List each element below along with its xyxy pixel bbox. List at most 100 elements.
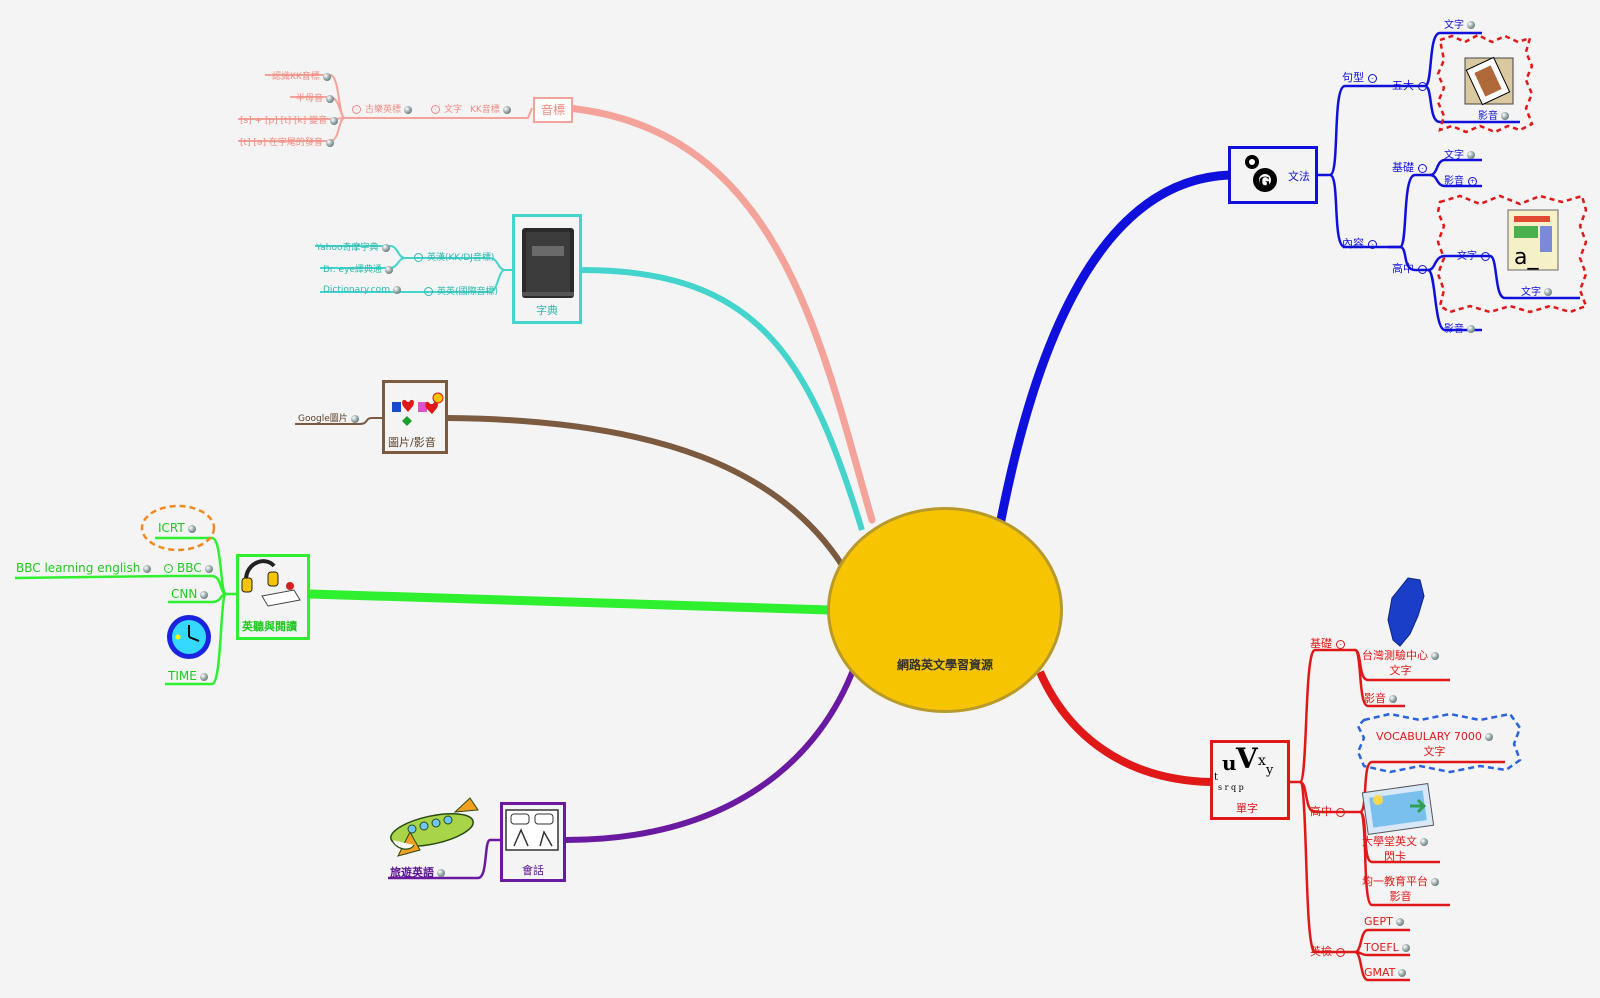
link-icon[interactable] (1431, 878, 1439, 886)
central-topic[interactable] (827, 507, 1063, 713)
link-icon[interactable] (1420, 838, 1428, 846)
phonetics-item-3[interactable]: [s] + [p] [t] [k] 變音 (240, 113, 339, 126)
grammar-senior-video[interactable]: 影音 (1444, 320, 1475, 335)
conversation-travel[interactable]: 旅遊英語 (390, 864, 445, 880)
dictionary-ec[interactable]: -英漢(KK/DJ音標) (410, 250, 494, 263)
link-icon[interactable] (187, 524, 196, 533)
link-icon[interactable] (326, 94, 335, 103)
link-icon[interactable] (392, 285, 401, 294)
listening-bbc-learning[interactable]: BBC learning english (16, 561, 152, 575)
phonetics-kk[interactable]: KK音標 (470, 102, 511, 115)
dictionary-ee[interactable]: -英英(國際音標) (420, 284, 498, 297)
topic-dictionary[interactable] (512, 214, 582, 324)
collapse-icon[interactable]: - (1336, 639, 1345, 649)
link-icon[interactable] (1431, 652, 1439, 660)
link-icon[interactable] (204, 564, 213, 573)
link-icon[interactable] (143, 564, 152, 573)
link-icon[interactable] (404, 105, 413, 114)
collapse-icon[interactable]: - (1336, 807, 1345, 817)
collapse-icon[interactable]: - (352, 105, 361, 114)
grammar-senior-highlight (1436, 194, 1588, 314)
link-icon[interactable] (1467, 151, 1475, 159)
link-icon[interactable] (381, 243, 390, 252)
vocab-basic[interactable]: 基礎- (1310, 635, 1349, 651)
taiwan-map-icon (1387, 577, 1425, 647)
phonetics-item-4[interactable]: [t] [ə] 在字尾的發音 (240, 135, 334, 148)
collapse-icon[interactable]: - (1368, 239, 1377, 249)
topic-grammar[interactable] (1228, 146, 1318, 204)
collapse-icon[interactable]: - (1368, 73, 1377, 83)
link-icon[interactable] (1395, 918, 1404, 926)
grammar-senior[interactable]: 高中- (1392, 260, 1431, 276)
collapse-icon[interactable]: - (1418, 163, 1427, 173)
vocab-gmat[interactable]: GMAT (1364, 966, 1407, 979)
link-icon[interactable] (199, 672, 208, 681)
phonetics-ancient[interactable]: -古樂英標 (348, 102, 413, 115)
grammar-content[interactable]: 內容- (1342, 235, 1381, 251)
collapse-icon[interactable]: - (1336, 947, 1345, 957)
dictionary-item-dreye[interactable]: Dr. eye譯典通 (323, 262, 393, 275)
dictionary-item-yahoo[interactable]: Yahoo奇摩字典 (316, 240, 390, 253)
grammar-senior-text[interactable]: 文字- (1457, 247, 1494, 262)
link-icon[interactable] (322, 72, 331, 81)
collapse-icon[interactable]: - (164, 564, 173, 573)
headphones-icon (241, 559, 301, 607)
topic-phonetics[interactable]: 音標 (533, 97, 573, 123)
collapse-icon[interactable]: - (1418, 81, 1427, 91)
vocab-exam[interactable]: 英檢- (1310, 943, 1349, 959)
link-icon[interactable] (1467, 21, 1475, 29)
collapse-icon[interactable]: - (1481, 251, 1490, 261)
listening-cnn[interactable]: CNN (171, 587, 209, 601)
vocab-tw-center[interactable]: 台灣測驗中心文字 (1362, 648, 1439, 678)
link-icon[interactable] (1398, 969, 1407, 977)
phonetics-item-2[interactable]: 半母音 (296, 91, 335, 104)
grammar-senior-text-sub[interactable]: 文字 (1521, 283, 1552, 298)
link-icon[interactable] (1484, 733, 1493, 741)
topic-images[interactable] (382, 380, 448, 454)
collapse-icon[interactable]: - (431, 105, 440, 114)
grammar-basic[interactable]: 基礎- (1392, 159, 1431, 175)
dictionary-item-dictcom[interactable]: Dictionary.com (323, 285, 401, 295)
flashcard-icon (1361, 783, 1435, 835)
link-icon[interactable] (1401, 944, 1410, 952)
link-icon[interactable] (384, 265, 393, 274)
grammar-five-text[interactable]: 文字 (1444, 16, 1475, 31)
collapse-icon[interactable]: - (1418, 264, 1427, 274)
grammar-pattern[interactable]: 句型- (1342, 69, 1381, 85)
topic-conversation[interactable] (500, 802, 566, 882)
topic-vocabulary[interactable] (1210, 740, 1290, 820)
link-icon[interactable] (325, 138, 334, 147)
listening-icrt[interactable]: ICRT (158, 521, 196, 535)
collapse-icon[interactable]: - (414, 253, 423, 262)
link-icon[interactable] (1389, 695, 1397, 703)
vocab-toefl[interactable]: TOEFL (1364, 941, 1410, 954)
vocab-flashcard[interactable]: 大學堂英文閃卡 (1362, 834, 1428, 864)
link-icon[interactable] (437, 869, 445, 877)
grammar-basic-text[interactable]: 文字 (1444, 146, 1475, 161)
images-google[interactable]: Google圖片 (298, 411, 359, 424)
link-icon[interactable] (330, 116, 339, 125)
link-icon[interactable] (350, 414, 359, 423)
link-icon[interactable] (200, 590, 209, 599)
grammar-five-video[interactable]: 影音 (1478, 107, 1509, 122)
grammar-basic-video[interactable]: 影音+ (1444, 176, 1477, 187)
grammar-five-highlight (1436, 33, 1534, 134)
phonetics-text[interactable]: -文字 (427, 102, 462, 115)
collapse-icon[interactable]: + (1468, 176, 1477, 186)
listening-time[interactable]: TIME (168, 669, 208, 683)
topic-listening[interactable] (236, 554, 310, 640)
link-icon[interactable] (1501, 112, 1509, 120)
vocab-gept[interactable]: GEPT (1364, 915, 1404, 928)
speech-bubble-icon (505, 809, 559, 851)
listening-bbc[interactable]: -BBC (160, 561, 213, 575)
link-icon[interactable] (1544, 288, 1552, 296)
link-icon[interactable] (502, 105, 511, 114)
vocab-junyi[interactable]: 均一教育平台影音 (1362, 874, 1439, 904)
vocab-basic-video[interactable]: 影音 (1364, 690, 1397, 706)
link-icon[interactable] (1467, 325, 1475, 333)
grammar-five[interactable]: 五大- (1392, 77, 1431, 93)
collapse-icon[interactable]: - (424, 287, 433, 296)
phonetics-item-1[interactable]: 認識KK音標 (272, 69, 331, 82)
vocab-senior[interactable]: 高中- (1310, 803, 1349, 819)
